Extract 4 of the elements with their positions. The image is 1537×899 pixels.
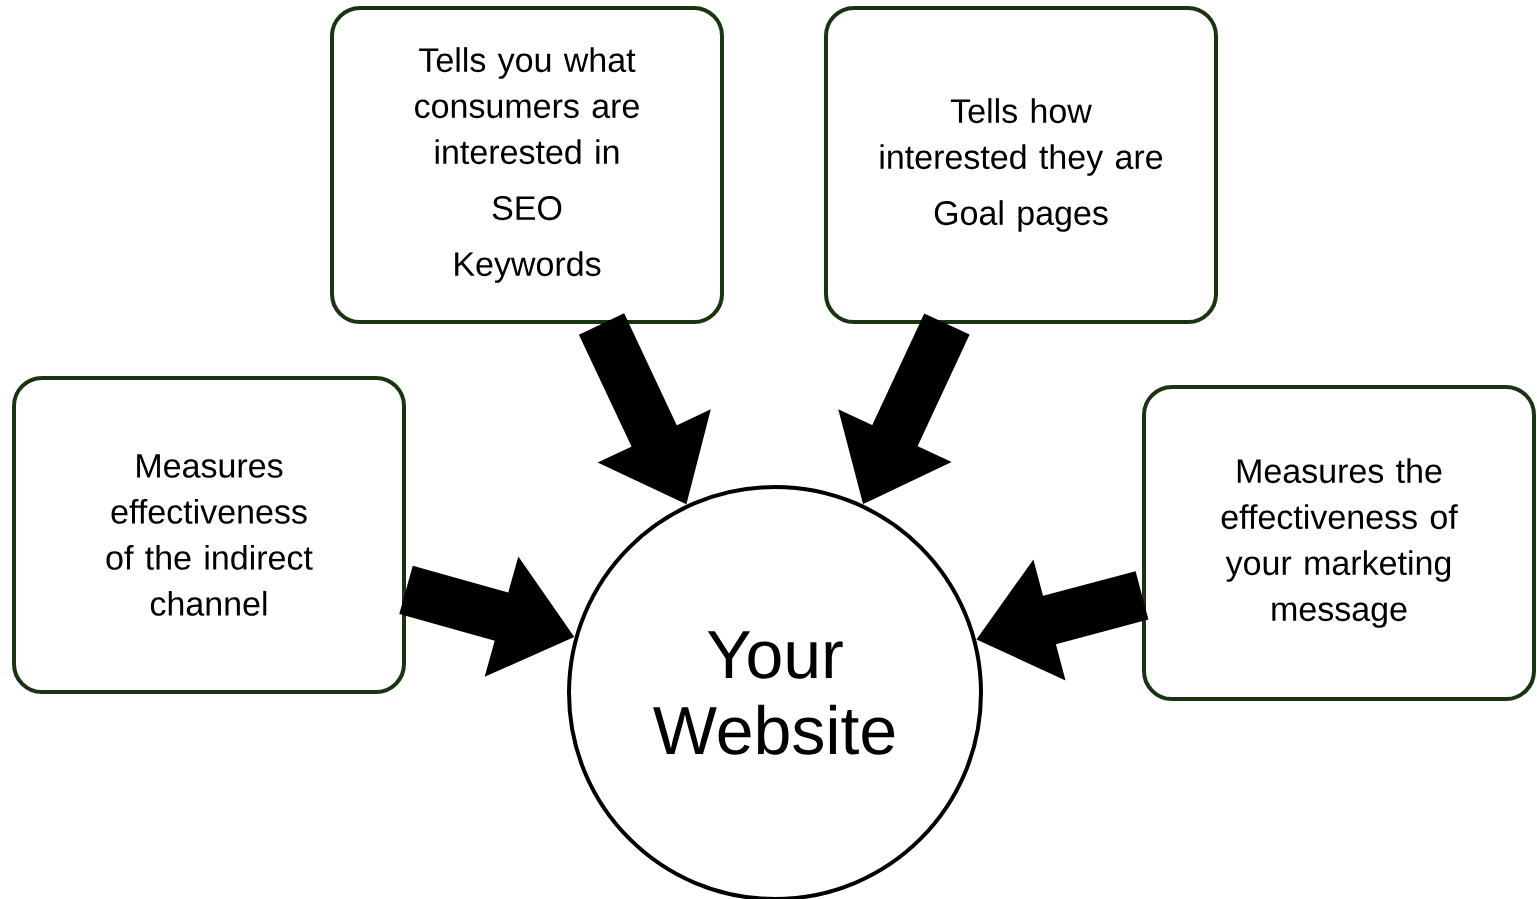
text-box: Measures the effectiveness of your marketing message [1142, 385, 1536, 701]
text-box: Measures effectiveness of the indirect channel [12, 376, 406, 694]
text-box: Tells you what consumers are interested in SEO Keywords [330, 6, 724, 324]
text-box: Tells how interested they are Goal pages [824, 6, 1218, 324]
